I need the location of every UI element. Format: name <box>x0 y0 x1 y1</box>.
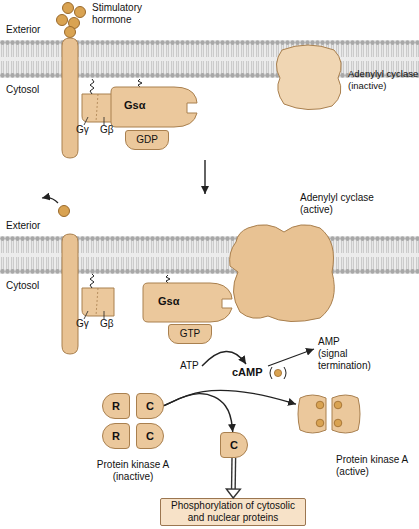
text-label: cAMP <box>232 366 263 378</box>
camp-molecule <box>334 419 342 427</box>
receptor <box>62 38 78 158</box>
node-label: R <box>109 430 123 442</box>
camp-molecule <box>316 419 324 427</box>
receptor <box>62 234 78 354</box>
double-line-outer <box>231 458 236 489</box>
node-label: GDP <box>133 134 161 146</box>
outline-shape <box>111 87 197 127</box>
reaction-arrow <box>268 349 314 366</box>
node-label: Adenylyl cyclase (active) <box>300 192 380 216</box>
catalytic-subunit: C <box>136 423 164 449</box>
text-label: ATP <box>180 360 199 372</box>
subunit-divider <box>96 288 98 316</box>
subunit-divider <box>96 94 98 122</box>
release-arrow <box>42 198 58 203</box>
node-label: C <box>227 439 241 451</box>
gdp-molecule: GDP <box>125 130 169 150</box>
node-outline <box>272 42 346 112</box>
active-kinase: Protein kinase A (active) <box>296 392 362 436</box>
text-label: Exterior <box>6 220 40 232</box>
reaction-arrow <box>202 351 246 366</box>
text-label: Gγ <box>76 124 89 136</box>
text-label: Cytosol <box>6 280 39 292</box>
hormone-molecules <box>57 3 86 217</box>
connector-line <box>164 394 233 432</box>
node-label: R <box>109 400 123 412</box>
double-line-inner <box>232 458 235 489</box>
outline-shape <box>332 395 360 433</box>
connector-arrow <box>164 390 296 405</box>
node-label: Protein kinase A (inactive) <box>84 459 182 483</box>
regulatory-subunit: R <box>102 423 130 449</box>
text-label: Cytosol <box>6 84 39 96</box>
text-label: Exterior <box>6 24 40 36</box>
node-outline <box>108 84 200 130</box>
outline-shape <box>298 395 326 433</box>
adenylyl-cyclase: Adenylyl cyclase (inactive) <box>272 42 346 112</box>
text-label: AMP (signal termination) <box>318 336 370 372</box>
leader-line <box>84 117 104 319</box>
node-outline <box>296 392 362 436</box>
node-label: GTP <box>177 328 204 340</box>
regulatory-subunit: R <box>102 393 130 419</box>
gtp-molecule: GTP <box>168 324 212 344</box>
camp-molecule <box>316 401 324 409</box>
connector-arrow <box>226 458 240 498</box>
connector-line <box>164 390 296 405</box>
g-alpha-subunit: Gsα <box>108 84 200 130</box>
catalytic-subunit: C <box>220 432 248 458</box>
node-label: C <box>143 430 157 442</box>
text-label: Stimulatory hormone <box>92 2 162 26</box>
g-alpha-subunit: Gsα <box>140 280 235 325</box>
node-label: Gsα <box>158 295 198 307</box>
outcome-box: Phosphorylation of cytosolic and nuclear… <box>160 498 306 526</box>
camp-symbol <box>270 367 286 379</box>
protein-kinase-complex: Protein kinase A (inactive)RCRC <box>102 393 164 449</box>
text-label: Gγ <box>76 318 89 330</box>
node-label: Gsα <box>124 99 164 111</box>
node-label: Phosphorylation of cytosolic and nuclear… <box>161 500 305 524</box>
camp-molecule <box>334 401 342 409</box>
node-label: Adenylyl cyclase (inactive) <box>348 68 419 92</box>
node-label: C <box>143 400 157 412</box>
outline-shape <box>230 225 335 322</box>
step-arrow <box>204 160 205 194</box>
text-label: Gβ <box>100 318 114 330</box>
adenylyl-cyclase: Adenylyl cyclase (active) <box>228 222 340 322</box>
text-label: Gβ <box>100 124 114 136</box>
node-outline <box>228 222 340 322</box>
g-beta-gamma <box>82 288 114 316</box>
node-outline <box>140 280 235 325</box>
g-beta-gamma <box>82 94 112 122</box>
outline-shape <box>143 283 232 322</box>
arrow-head <box>226 489 240 498</box>
outline-shape <box>276 45 341 110</box>
node-label: Protein kinase A (active) <box>336 454 416 478</box>
catalytic-subunit: C <box>136 393 164 419</box>
connector-arrow <box>164 394 233 432</box>
